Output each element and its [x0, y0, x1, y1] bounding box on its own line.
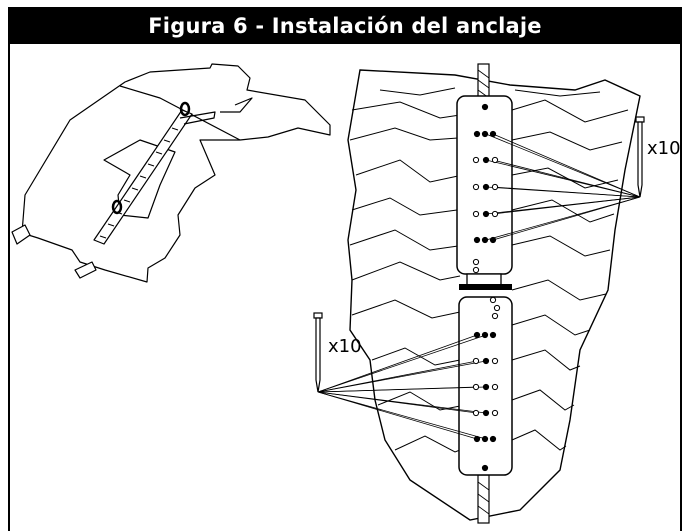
wood-grain-line [511, 279, 607, 301]
nail-count-label-right: x10 [647, 138, 681, 159]
wood-grain-line [511, 314, 591, 336]
nail-hole-filled [481, 464, 489, 472]
nail-guide-line [317, 360, 487, 393]
figure-frame [8, 7, 682, 531]
roof-overview-illustration [11, 63, 331, 283]
wood-grain-line [351, 197, 458, 216]
nail-hole-empty [472, 183, 480, 191]
nail-guide-line [492, 133, 641, 198]
nail-hole-filled [482, 383, 490, 391]
nail-guide-line [485, 196, 641, 215]
wood-grain-line [511, 349, 581, 371]
nail-hole-empty [491, 210, 499, 218]
nail-icon-right [635, 116, 645, 198]
wood-plank [347, 69, 641, 521]
nail-hole-filled [482, 183, 490, 191]
nail-hole-empty [491, 156, 499, 164]
nail-hole-filled [482, 357, 490, 365]
wood-grain-line [511, 389, 575, 411]
nail-count-label-left: x10 [328, 336, 362, 357]
wood-grain-line [511, 235, 611, 257]
nail-guide-line [485, 196, 641, 241]
nail-guide-line [485, 159, 641, 198]
nail-hole-filled [482, 156, 490, 164]
wood-grain-line [514, 89, 601, 97]
wood-grain-line [349, 229, 459, 251]
nail-hole-empty [472, 383, 480, 391]
wood-grain-line [377, 391, 461, 411]
nail-hole-empty [472, 409, 480, 417]
wood-grain-line [379, 87, 456, 96]
nail-guide-line [317, 391, 478, 440]
nail-guide-line [485, 133, 641, 198]
wood-grain-line [511, 199, 615, 223]
figure-title-bar: Figura 6 - Instalación del anclaje [8, 7, 682, 44]
nail-hole-filled [489, 236, 497, 244]
nail-hole-filled [489, 331, 497, 339]
wood-grain-line [351, 261, 461, 281]
anchor-hinge [459, 273, 512, 290]
nail-hole-empty [472, 357, 480, 365]
nail-hole-filled [481, 435, 489, 443]
nail-hole-filled [481, 236, 489, 244]
figure-title: Figura 6 - Instalación del anclaje [148, 13, 542, 38]
nail-guide-line [317, 391, 487, 414]
nail-hole-empty [489, 296, 497, 304]
nail-icon-left [313, 312, 323, 393]
nail-hole-filled [489, 435, 497, 443]
nail-lines [317, 133, 641, 440]
wood-grain-line [511, 429, 567, 451]
nail-hole-filled [473, 331, 481, 339]
nail-hole-filled [473, 435, 481, 443]
nail-guide-line [317, 334, 478, 393]
wood-grain-line [511, 167, 619, 189]
wood-grain-lines [349, 87, 629, 453]
wood-grain-line [351, 101, 461, 119]
nail-hole-filled [489, 130, 497, 138]
nail-hole-empty [491, 409, 499, 417]
nail-guide-line [317, 391, 487, 440]
nail-hole-empty [472, 156, 480, 164]
nail-hole-empty [491, 357, 499, 365]
wood-grain-line [355, 159, 459, 183]
nail-guide-line [317, 386, 487, 393]
nail-hole-filled [481, 130, 489, 138]
nail-holes [472, 103, 501, 472]
nail-hole-empty [472, 210, 480, 218]
wood-grain-line [394, 435, 461, 453]
nail-guide-line [317, 334, 487, 393]
wood-grain-line [351, 299, 461, 319]
nail-hole-filled [481, 331, 489, 339]
nail-hole-empty [491, 183, 499, 191]
wood-grain-line [349, 127, 459, 141]
nail-hole-empty [472, 266, 480, 274]
nail-hole-filled [473, 236, 481, 244]
nail-hole-filled [482, 210, 490, 218]
wood-grain-line [511, 131, 623, 151]
nail-hole-filled [473, 130, 481, 138]
nail-hole-empty [491, 383, 499, 391]
nail-hole-empty [491, 312, 499, 320]
nail-hole-filled [481, 103, 489, 111]
nail-hole-filled [482, 409, 490, 417]
wood-grain-line [371, 347, 461, 366]
nail-guide-line [485, 186, 641, 198]
nail-hole-empty [493, 304, 501, 312]
wood-grain-line [511, 99, 629, 123]
nail-hole-empty [472, 258, 480, 266]
